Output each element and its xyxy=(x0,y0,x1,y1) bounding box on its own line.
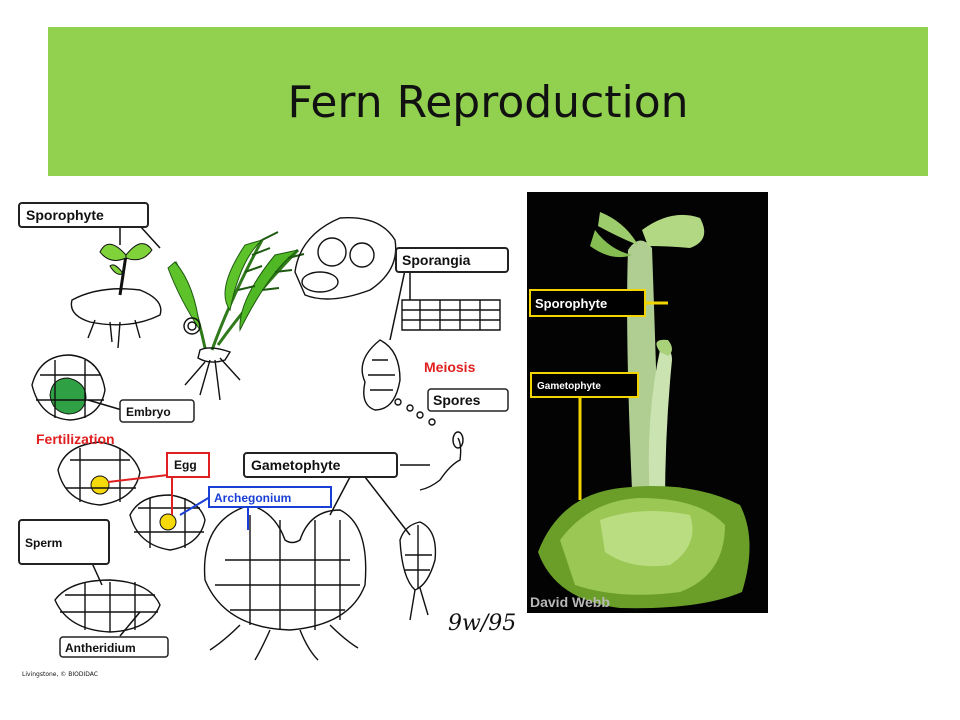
label-egg-text: Egg xyxy=(174,458,197,472)
label-sporangia-text: Sporangia xyxy=(402,252,471,268)
image-credit: Livingstone, © BIODIDAC xyxy=(22,671,98,678)
label-embryo-text: Embryo xyxy=(126,405,171,419)
mature-fern-drawing xyxy=(167,231,305,401)
artist-signature: 9w/95 xyxy=(448,611,516,636)
spores-drawing xyxy=(394,398,436,426)
photo-label-sporophyte: Sporophyte xyxy=(535,296,607,311)
label-archegonium: Archegonium xyxy=(208,486,332,508)
label-spores-text: Spores xyxy=(433,392,481,408)
label-sperm-text: Sperm xyxy=(25,536,62,550)
young-sporophyte-drawing xyxy=(70,243,162,349)
embryo-drawing xyxy=(31,354,106,421)
connector-lines xyxy=(87,225,430,637)
label-archegonium-text: Archegonium xyxy=(214,491,291,505)
label-spores: Spores xyxy=(427,388,509,412)
label-gametophyte: Gametophyte xyxy=(243,452,398,478)
fern-photo: Sporophyte Gametophyte David Webb xyxy=(527,192,768,613)
label-sporophyte: Sporophyte xyxy=(18,202,149,228)
label-sporophyte-text: Sporophyte xyxy=(26,207,104,223)
sporangia-drawing xyxy=(294,216,501,411)
egg-drawing xyxy=(57,441,141,506)
label-embryo: Embryo xyxy=(119,399,195,423)
label-egg: Egg xyxy=(166,452,210,478)
label-sperm: Sperm xyxy=(18,519,110,565)
label-antheridium-text: Antheridium xyxy=(65,641,136,655)
photo-watermark: David Webb xyxy=(530,594,610,610)
line-drawing: 9w/95 xyxy=(31,216,516,661)
label-sporangia: Sporangia xyxy=(395,247,509,273)
title-bar: Fern Reproduction xyxy=(48,27,928,176)
label-antheridium: Antheridium xyxy=(59,636,169,658)
label-gametophyte-text: Gametophyte xyxy=(251,457,341,473)
antheridium-drawing xyxy=(54,579,161,633)
photo-label-gametophyte: Gametophyte xyxy=(537,381,601,392)
label-fertilization: Fertilization xyxy=(36,431,115,447)
slide-title: Fern Reproduction xyxy=(287,77,689,128)
archegonium-drawing xyxy=(129,494,206,551)
label-meiosis: Meiosis xyxy=(424,359,476,375)
